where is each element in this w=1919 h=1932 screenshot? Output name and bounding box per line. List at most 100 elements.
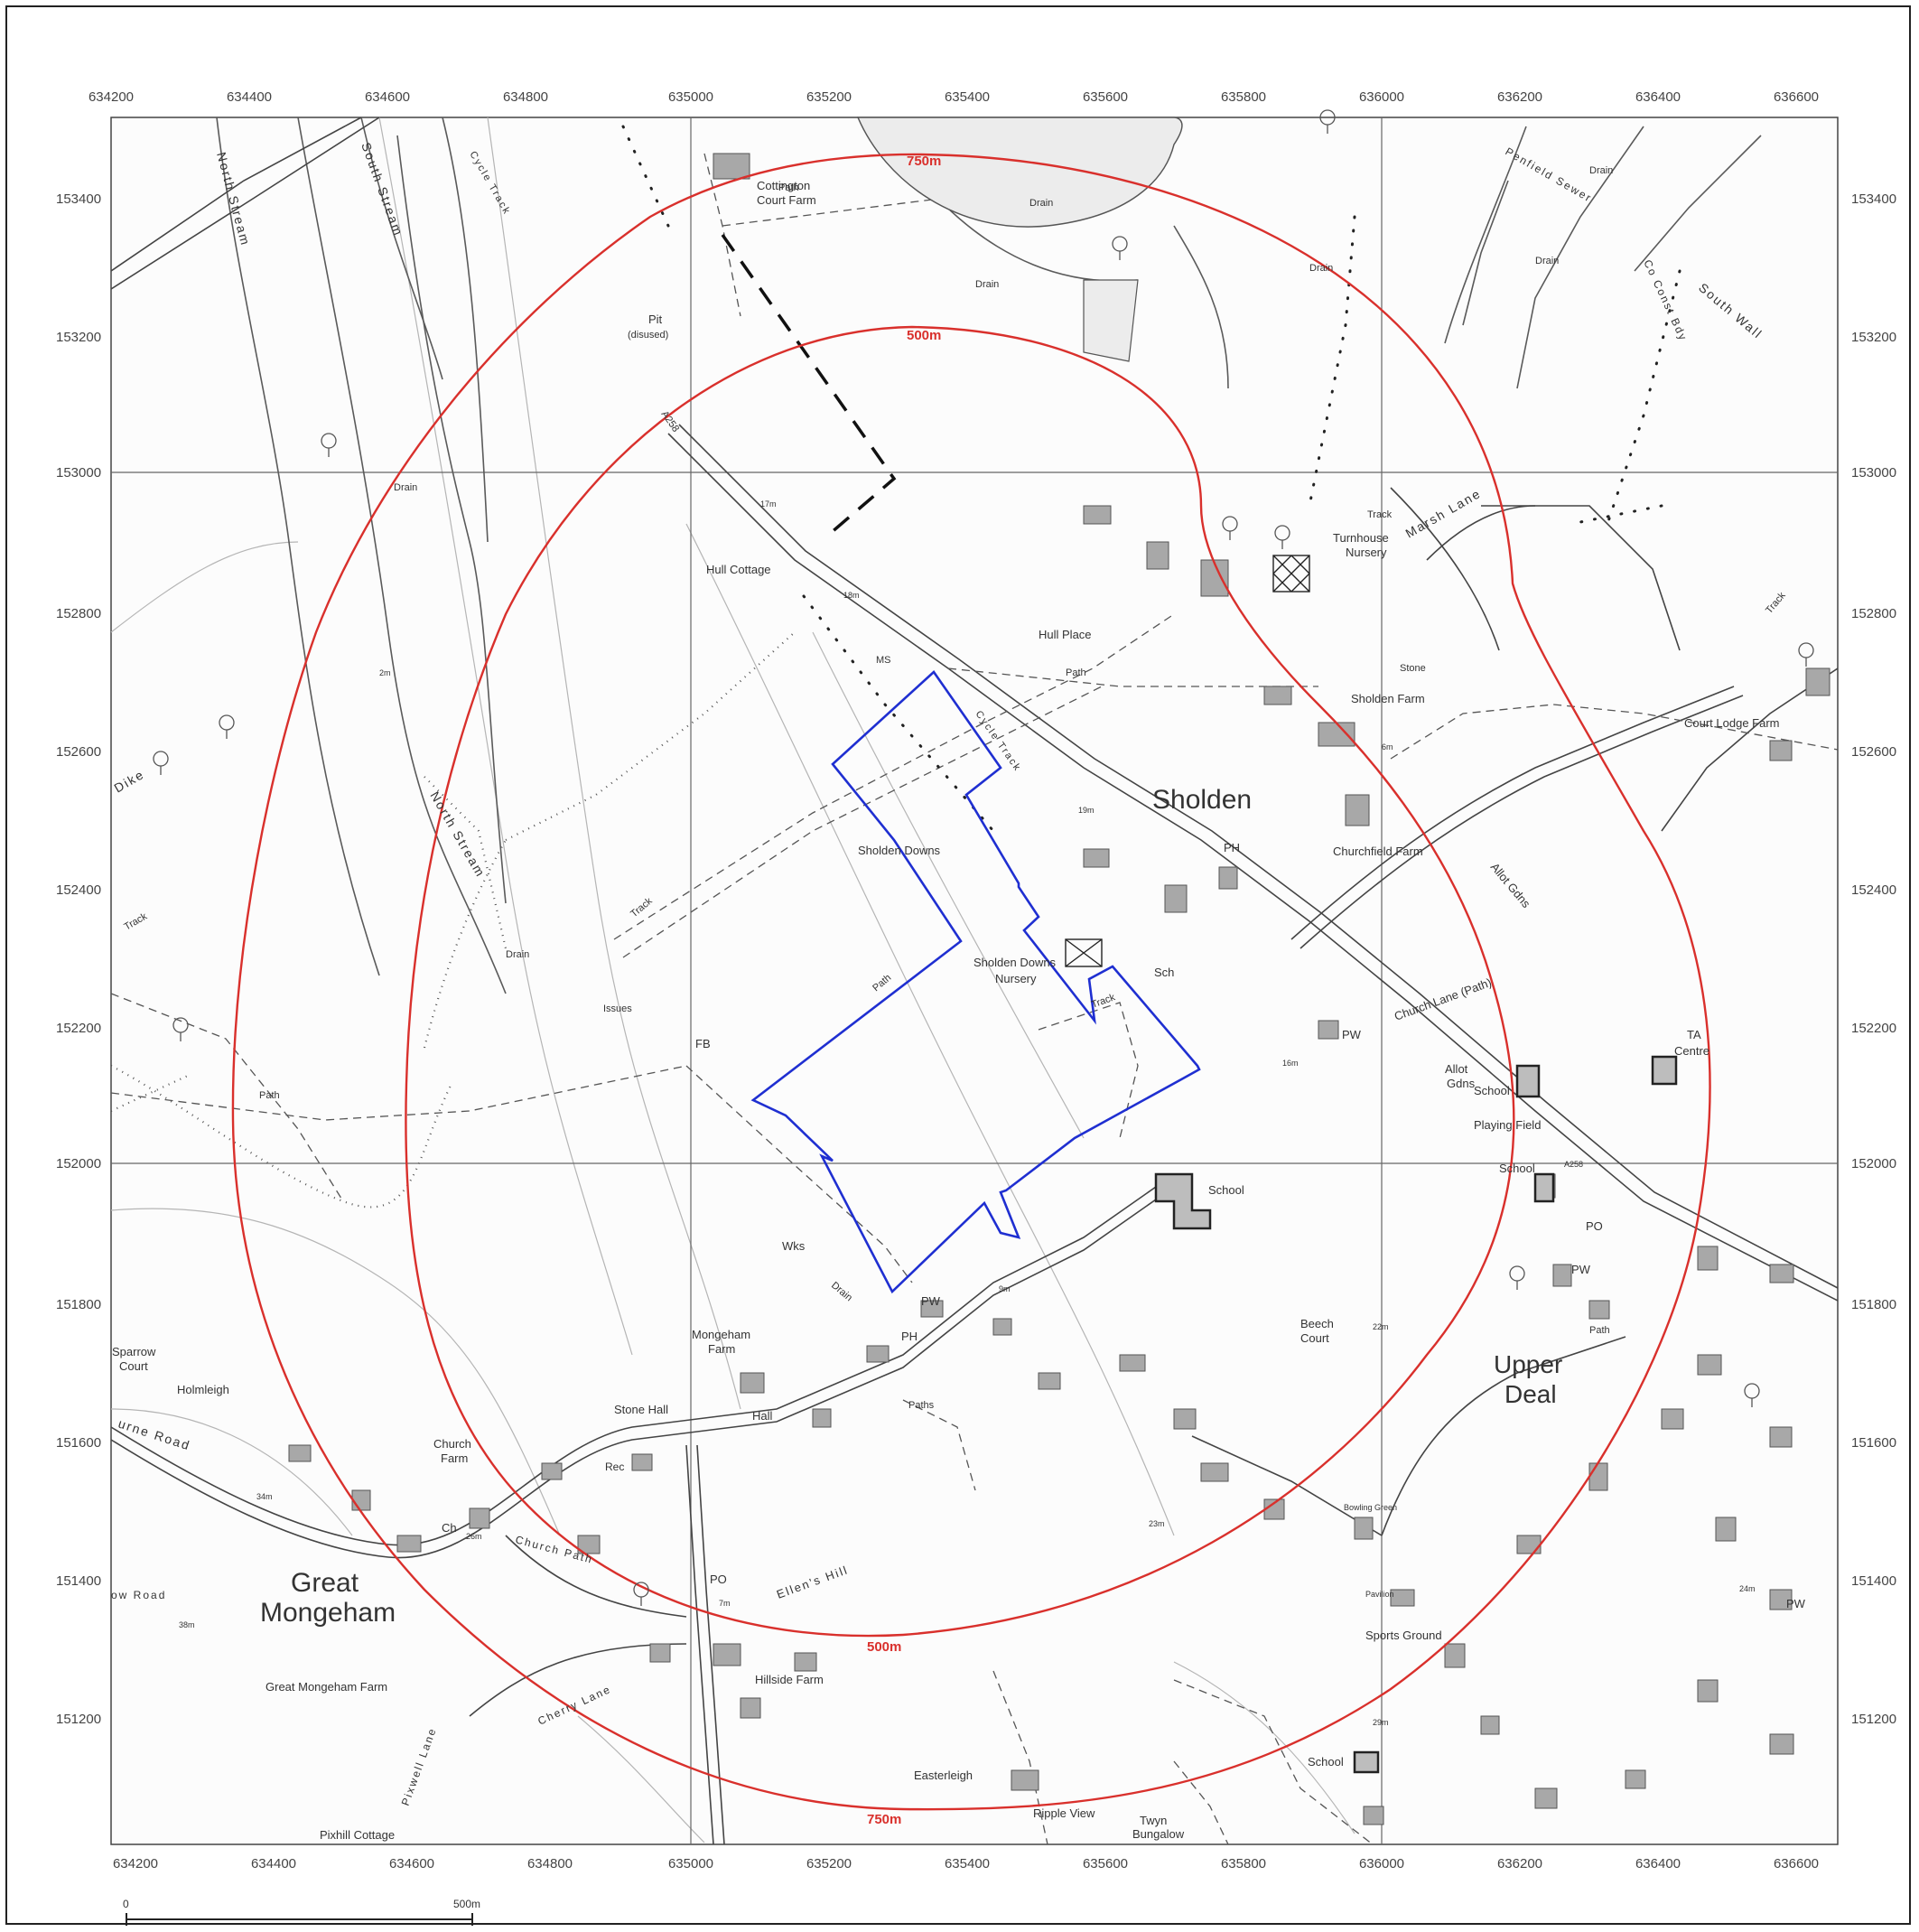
svg-text:634200: 634200 <box>113 1856 158 1871</box>
site-boundary <box>750 670 1201 1294</box>
svg-text:Playing Field: Playing Field <box>1474 1118 1541 1132</box>
svg-text:Path: Path <box>778 182 799 193</box>
buffer-750m-label-south: 750m <box>867 1812 901 1827</box>
svg-text:635000: 635000 <box>668 1856 713 1871</box>
svg-text:Mongeham: Mongeham <box>692 1328 750 1341</box>
svg-text:151600: 151600 <box>1851 1435 1896 1451</box>
svg-text:Ripple View: Ripple View <box>1033 1806 1095 1820</box>
svg-text:636600: 636600 <box>1774 1856 1819 1871</box>
svg-text:151200: 151200 <box>1851 1712 1896 1727</box>
svg-text:Great Mongeham Farm: Great Mongeham Farm <box>265 1680 387 1694</box>
svg-text:Easterleigh: Easterleigh <box>914 1769 973 1782</box>
place-great-mongeham-2: Mongeham <box>260 1598 396 1628</box>
svg-text:PW: PW <box>1786 1597 1806 1610</box>
svg-text:PO: PO <box>1586 1219 1603 1233</box>
svg-text:Farm: Farm <box>441 1451 468 1465</box>
svg-text:Sholden Farm: Sholden Farm <box>1351 692 1425 705</box>
svg-text:636200: 636200 <box>1497 89 1542 105</box>
svg-text:152600: 152600 <box>56 744 101 760</box>
svg-text:636000: 636000 <box>1359 89 1404 105</box>
svg-text:34m: 34m <box>256 1492 273 1501</box>
svg-text:Holmleigh: Holmleigh <box>177 1383 229 1396</box>
svg-text:635400: 635400 <box>945 89 990 105</box>
paths <box>110 153 1839 1845</box>
svg-text:152600: 152600 <box>1851 744 1896 760</box>
svg-text:152800: 152800 <box>56 606 101 621</box>
easting-labels-top: 634200 634400 634600 634800 635000 63520… <box>88 89 1819 105</box>
feature-labels: Sholden Downs Sholden Downs Nursery Cott… <box>112 179 1806 1842</box>
svg-text:635200: 635200 <box>806 89 852 105</box>
svg-text:PW: PW <box>1571 1263 1591 1276</box>
svg-text:Sch: Sch <box>1154 966 1174 979</box>
svg-text:Path: Path <box>1066 667 1086 678</box>
svg-text:PH: PH <box>901 1330 918 1343</box>
svg-text:2m: 2m <box>379 668 391 677</box>
svg-text:Drain: Drain <box>1029 198 1053 209</box>
svg-text:Drain: Drain <box>1535 256 1559 266</box>
svg-text:Drain: Drain <box>975 279 999 290</box>
svg-text:Centre: Centre <box>1674 1044 1709 1058</box>
svg-text:School: School <box>1499 1162 1535 1175</box>
svg-text:Gdns: Gdns <box>1447 1077 1476 1090</box>
svg-text:Nursery: Nursery <box>1346 546 1387 559</box>
svg-text:153000: 153000 <box>1851 465 1896 481</box>
svg-text:153200: 153200 <box>1851 330 1896 345</box>
svg-text:Nursery: Nursery <box>995 972 1037 985</box>
svg-text:153400: 153400 <box>56 191 101 207</box>
svg-text:Stone Hall: Stone Hall <box>614 1403 668 1416</box>
buffer-750m-label: 750m <box>907 154 941 169</box>
svg-text:634400: 634400 <box>251 1856 296 1871</box>
svg-text:Sports Ground: Sports Ground <box>1365 1629 1442 1642</box>
svg-text:Court: Court <box>119 1359 148 1373</box>
svg-text:School: School <box>1474 1084 1510 1097</box>
svg-text:Pavilion: Pavilion <box>1365 1590 1394 1599</box>
svg-text:School: School <box>1308 1755 1344 1769</box>
svg-text:TA: TA <box>1687 1028 1701 1041</box>
place-upper-deal-1: Upper <box>1494 1350 1562 1378</box>
svg-text:Pit: Pit <box>648 313 663 326</box>
svg-text:Drain: Drain <box>1309 263 1333 274</box>
svg-text:9m: 9m <box>999 1284 1011 1293</box>
map-panel <box>110 117 1839 1845</box>
tree-icons <box>153 109 1814 1606</box>
svg-text:Bungalow: Bungalow <box>1132 1827 1185 1841</box>
svg-text:Drain: Drain <box>1589 165 1613 176</box>
svg-text:635200: 635200 <box>806 1856 852 1871</box>
svg-text:ow Road: ow Road <box>111 1589 166 1601</box>
svg-text:Path: Path <box>1589 1325 1610 1336</box>
scale-end-label: 500m <box>453 1898 480 1910</box>
svg-text:Churchfield Farm: Churchfield Farm <box>1333 845 1423 858</box>
svg-text:Drain: Drain <box>394 482 417 493</box>
svg-text:19m: 19m <box>1078 806 1095 815</box>
svg-text:Court Lodge Farm: Court Lodge Farm <box>1684 716 1780 730</box>
svg-text:Allot: Allot <box>1445 1062 1468 1076</box>
svg-text:151200: 151200 <box>56 1712 101 1727</box>
svg-text:Rec: Rec <box>605 1461 624 1473</box>
svg-text:634200: 634200 <box>88 89 134 105</box>
svg-text:18m: 18m <box>843 591 860 600</box>
svg-text:Cottington: Cottington <box>757 179 810 192</box>
svg-text:(disused): (disused) <box>628 330 668 341</box>
svg-text:152200: 152200 <box>56 1021 101 1036</box>
svg-text:151400: 151400 <box>56 1573 101 1589</box>
svg-text:634400: 634400 <box>227 89 272 105</box>
map-frame <box>5 5 1911 1925</box>
svg-text:7m: 7m <box>719 1599 731 1608</box>
svg-text:635400: 635400 <box>945 1856 990 1871</box>
svg-text:PW: PW <box>921 1294 941 1308</box>
svg-text:17m: 17m <box>760 499 777 509</box>
svg-text:Sparrow: Sparrow <box>112 1345 156 1358</box>
svg-text:635000: 635000 <box>668 89 713 105</box>
svg-text:PH: PH <box>1224 841 1240 854</box>
svg-text:Turnhouse: Turnhouse <box>1333 531 1389 545</box>
svg-text:38m: 38m <box>179 1620 195 1629</box>
stippled-area <box>856 117 1183 362</box>
svg-text:153000: 153000 <box>56 465 101 481</box>
svg-text:151800: 151800 <box>56 1297 101 1312</box>
svg-text:Twyn: Twyn <box>1140 1814 1167 1827</box>
buildings <box>288 153 1831 1825</box>
svg-text:Court Farm: Court Farm <box>757 193 816 207</box>
svg-text:Sholden Downs: Sholden Downs <box>973 956 1057 969</box>
svg-text:634800: 634800 <box>527 1856 573 1871</box>
